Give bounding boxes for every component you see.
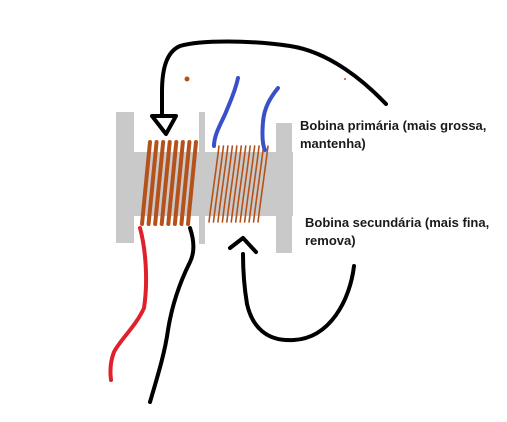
- primary-coil-turn: [146, 140, 159, 226]
- arrow-to-secondary: [241, 252, 356, 343]
- arrow-to-primary-head: [150, 114, 178, 136]
- arrow-to-secondary-head: [228, 236, 258, 254]
- primary-coil-turn: [172, 140, 185, 226]
- primary-label-line1: Bobina primária (mais grossa,: [300, 118, 487, 133]
- secondary-lead-left: [212, 76, 240, 148]
- secondary-label-line2: remova): [305, 233, 356, 248]
- secondary-coil-turn: [239, 145, 251, 223]
- bobbin-right-flange: [276, 123, 292, 253]
- secondary-coil-turn: [257, 145, 269, 223]
- secondary-coil-turn: [212, 145, 225, 223]
- secondary-label-line1: Bobina secundária (mais fina,: [305, 215, 490, 230]
- secondary-coil-turn: [221, 145, 234, 223]
- secondary-coil-turn: [230, 145, 243, 223]
- secondary-coil-turn: [252, 145, 265, 223]
- secondary-coil-turn: [243, 145, 256, 223]
- bobbin-middle-flange: [199, 112, 205, 244]
- stray-dot: [184, 76, 190, 82]
- primary-coil-turn: [153, 140, 166, 226]
- primary-coil-label: Bobina primária (mais grossa, mantenha): [300, 117, 486, 153]
- primary-coil-turn: [159, 140, 172, 226]
- secondary-coil-turn: [208, 145, 220, 223]
- primary-coil: [140, 140, 198, 226]
- secondary-coil-turn: [234, 145, 247, 223]
- stray-dot: [344, 78, 346, 80]
- secondary-coil-label: Bobina secundária (mais fina, remova): [305, 214, 489, 250]
- primary-coil-turn: [186, 140, 198, 226]
- primary-coil-turn: [179, 140, 192, 226]
- arrow-to-primary: [160, 39, 388, 118]
- primary-label-line2: mantenha): [300, 136, 366, 151]
- secondary-coil-turn: [248, 145, 260, 223]
- secondary-coil: [208, 145, 269, 223]
- primary-coil-turn: [166, 140, 179, 226]
- secondary-coil-turn: [217, 145, 229, 223]
- primary-lead-black: [148, 226, 196, 404]
- secondary-lead-right: [260, 86, 280, 152]
- bobbin-left-flange: [116, 112, 134, 243]
- primary-coil-turn: [140, 140, 152, 226]
- primary-lead-red: [108, 226, 149, 382]
- secondary-coil-turn: [226, 145, 238, 223]
